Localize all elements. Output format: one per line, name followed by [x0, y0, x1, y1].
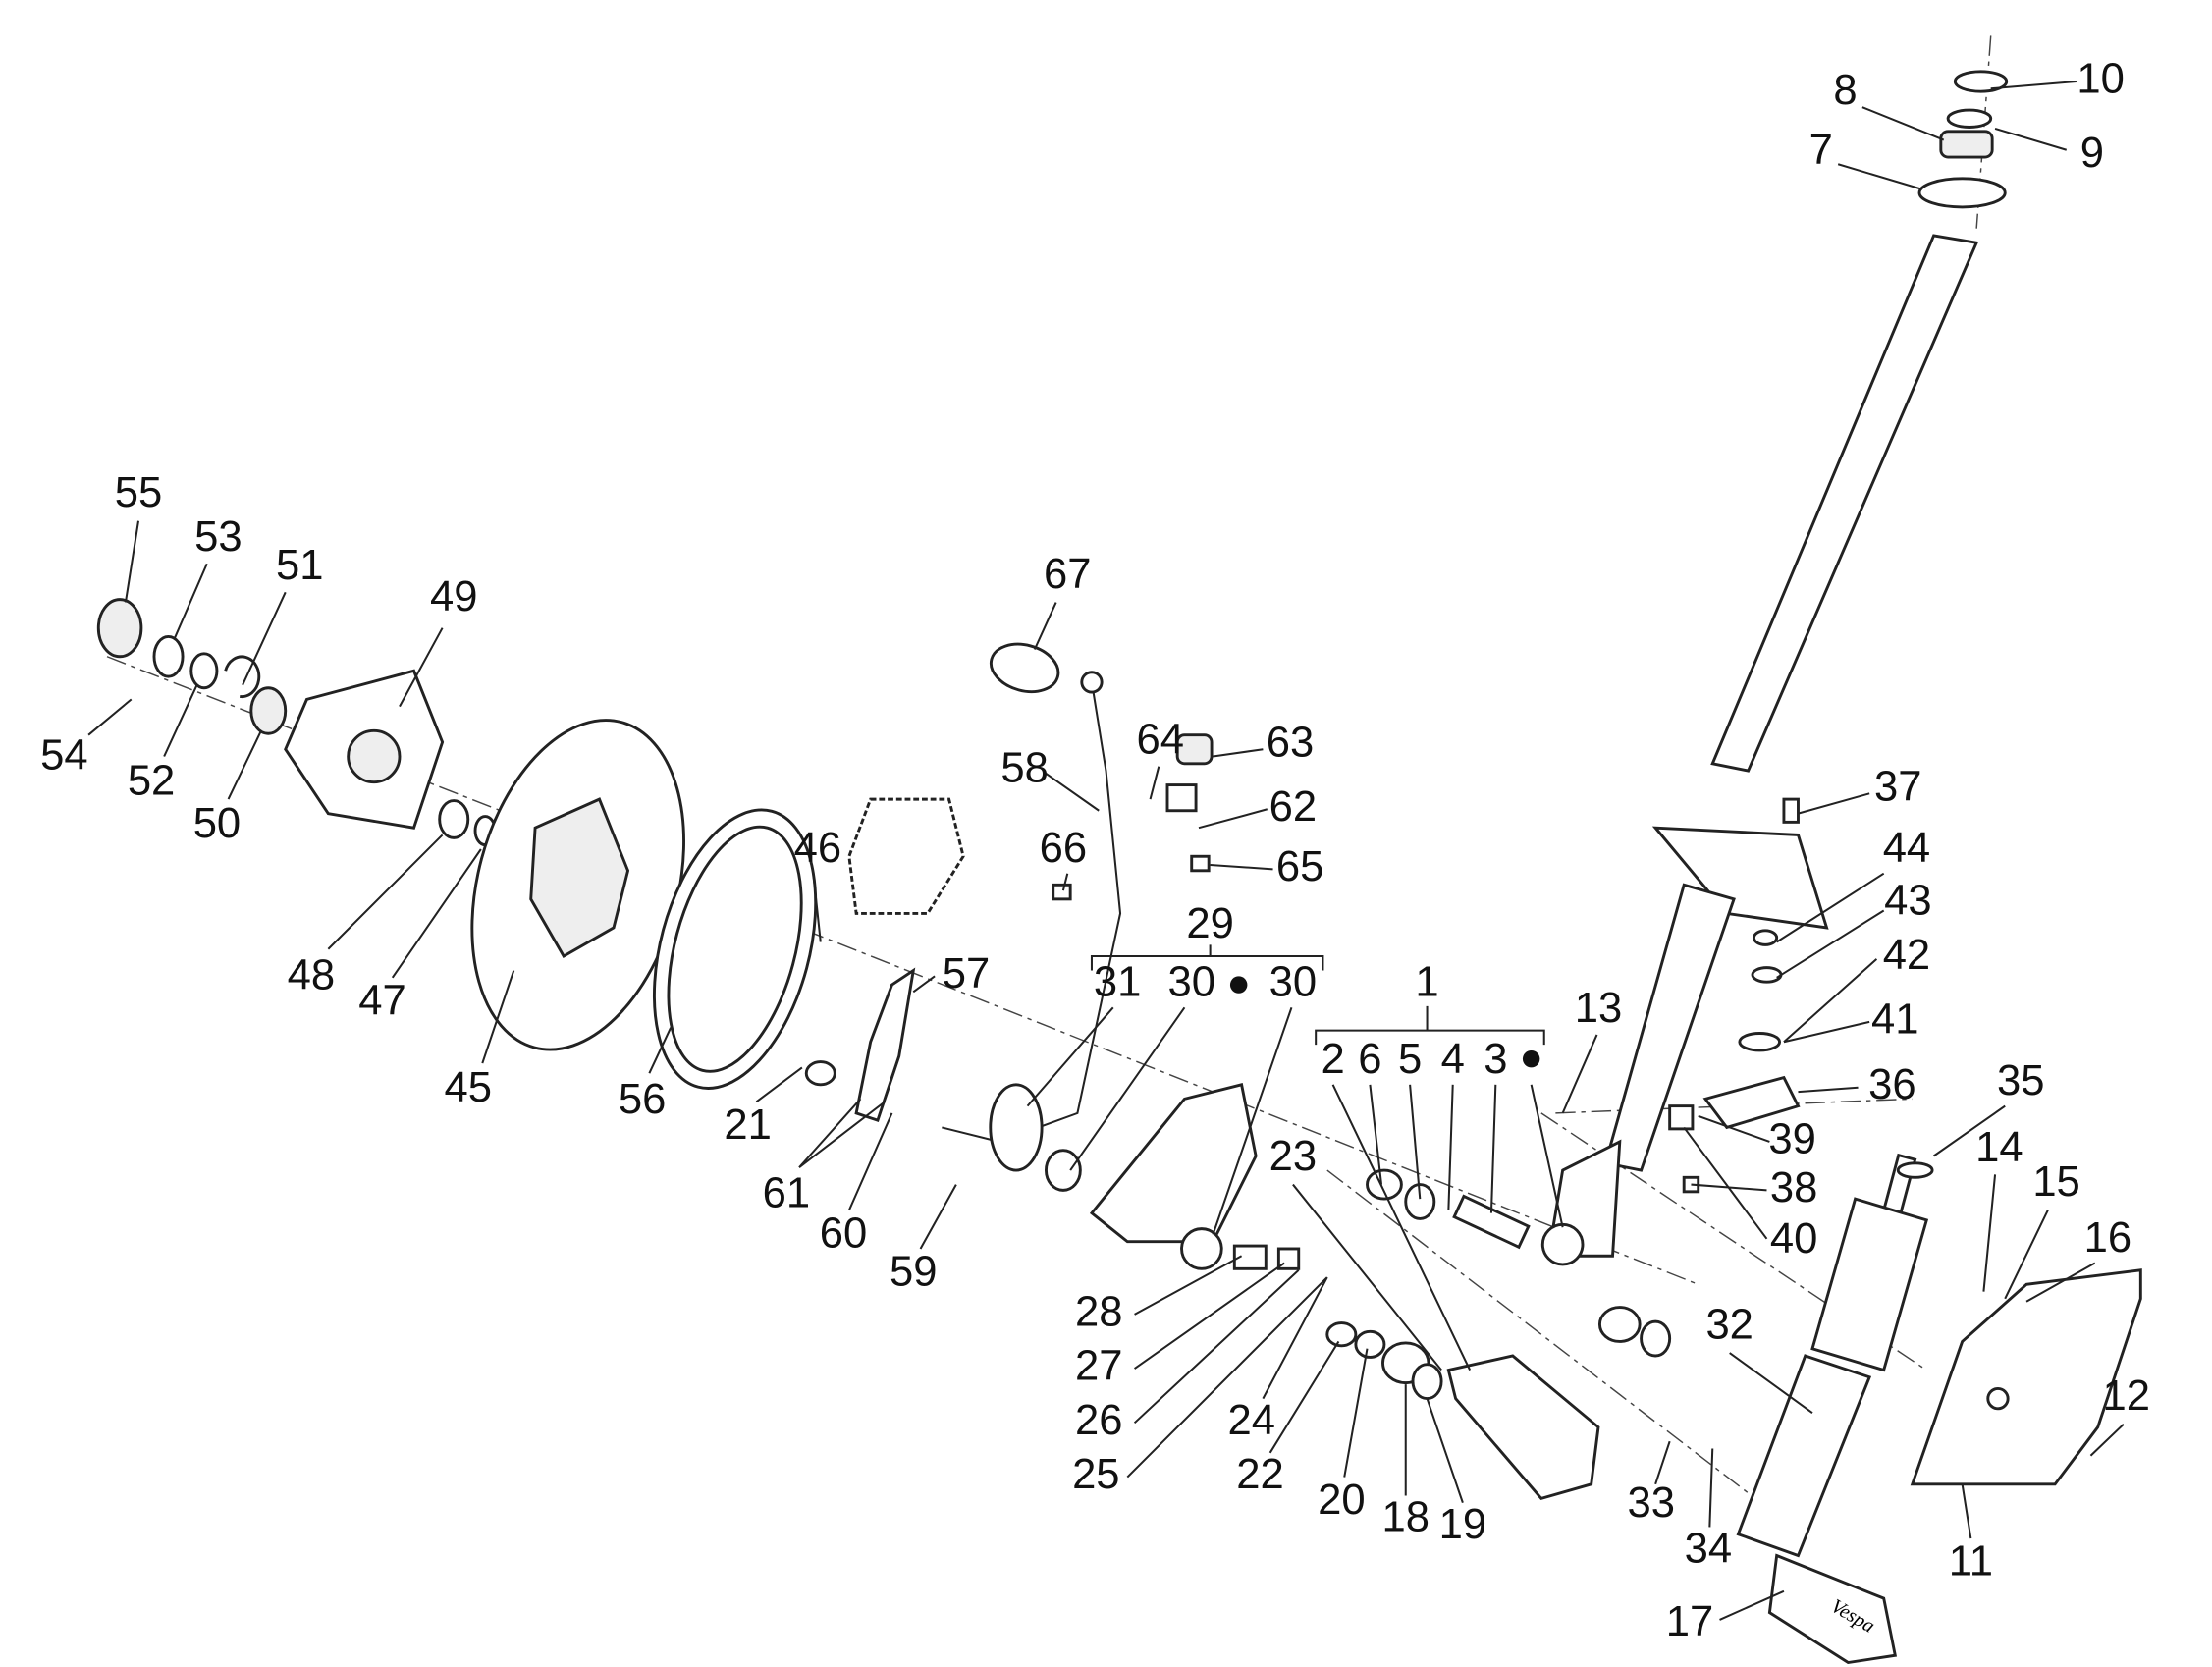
part-label: 56 — [619, 1076, 667, 1123]
part-label: 61 — [763, 1170, 811, 1217]
part-label: 22 — [1236, 1451, 1284, 1498]
part-label: 21 — [724, 1102, 771, 1149]
part-label: 29 — [1186, 900, 1234, 947]
part-label: 42 — [1883, 932, 1931, 979]
part-label: 16 — [2084, 1214, 2132, 1262]
part-label: 57 — [943, 950, 991, 997]
part-label: 26 — [1075, 1397, 1123, 1444]
part-label: 3 — [1484, 1036, 1507, 1083]
part-label: 10 — [2077, 55, 2125, 102]
part-label: 4 — [1441, 1036, 1465, 1083]
part-label: 6 — [1358, 1036, 1381, 1083]
part-label: 53 — [194, 513, 243, 561]
part-label: 12 — [2103, 1372, 2150, 1420]
part-label: 52 — [128, 758, 176, 805]
part-label: 2 — [1321, 1036, 1344, 1083]
part-label: 11 — [1949, 1538, 1993, 1586]
fork-link — [989, 1083, 1672, 1501]
part-label: 7 — [1809, 127, 1833, 174]
part-label: 64 — [1136, 716, 1184, 763]
grip-cover: Vespa — [1767, 1553, 1898, 1665]
part-label: 33 — [1628, 1479, 1676, 1527]
part-label: 45 — [445, 1064, 492, 1111]
part-label: 39 — [1768, 1115, 1816, 1162]
part-label: 13 — [1575, 985, 1622, 1032]
part-label: 1 — [1415, 959, 1438, 1006]
part-label: 24 — [1228, 1397, 1276, 1444]
part-label: 30 — [1167, 959, 1215, 1006]
part-label: 65 — [1276, 843, 1324, 890]
abs-sensor-cable — [942, 642, 1122, 1144]
brake-disc — [470, 719, 685, 1051]
part-label: 47 — [358, 977, 405, 1024]
group-brackets — [1090, 944, 1545, 1068]
part-label: 28 — [1075, 1288, 1123, 1335]
part-label: 51 — [276, 542, 324, 589]
kit-marker-dot — [1522, 1049, 1540, 1068]
part-label: 19 — [1439, 1501, 1486, 1548]
part-label: 18 — [1381, 1494, 1430, 1541]
part-label: 35 — [1997, 1057, 2045, 1104]
part-label: 34 — [1685, 1526, 1732, 1573]
abs-tone-ring — [652, 808, 818, 1090]
part-label: 27 — [1075, 1343, 1123, 1390]
brake-caliper — [804, 797, 965, 1123]
part-label: 40 — [1770, 1215, 1818, 1263]
part-label: 50 — [193, 800, 242, 847]
part-label: 60 — [820, 1210, 868, 1257]
kit-marker-dot — [1229, 976, 1248, 994]
leader-lines — [87, 80, 2125, 1621]
wheel-hub — [96, 598, 497, 847]
shock-absorber — [1736, 1153, 1934, 1558]
part-label: 44 — [1883, 825, 1931, 872]
part-label: 5 — [1398, 1036, 1422, 1083]
part-label: 66 — [1040, 825, 1088, 872]
part-label: 41 — [1871, 995, 1918, 1043]
part-label: 38 — [1770, 1164, 1818, 1211]
part-label: 30 — [1269, 959, 1318, 1006]
part-label: 37 — [1874, 763, 1922, 810]
part-label: 17 — [1666, 1598, 1713, 1645]
part-label: 63 — [1267, 719, 1315, 766]
part-label: 43 — [1884, 878, 1932, 925]
part-label: 58 — [1000, 745, 1048, 792]
headset-parts — [1917, 70, 2009, 209]
part-label: 23 — [1269, 1133, 1318, 1180]
part-label: 15 — [2032, 1158, 2079, 1206]
part-label: 36 — [1868, 1061, 1916, 1108]
part-label: 8 — [1833, 67, 1857, 114]
part-label: 59 — [890, 1249, 938, 1296]
part-label: 54 — [40, 731, 88, 779]
part-label: 31 — [1094, 959, 1142, 1006]
part-label: 32 — [1705, 1301, 1753, 1348]
part-label: 9 — [2080, 130, 2104, 177]
part-label: 49 — [430, 573, 478, 620]
part-label: 67 — [1044, 551, 1092, 598]
part-label: 25 — [1072, 1451, 1120, 1498]
mudguard — [1910, 1268, 2142, 1486]
part-label: 62 — [1269, 783, 1318, 831]
part-label: 20 — [1318, 1477, 1366, 1524]
part-label: 48 — [288, 951, 336, 998]
clip-parts — [1052, 733, 1214, 901]
part-label: 55 — [115, 469, 163, 516]
part-label: 14 — [1975, 1124, 2023, 1171]
brake-support — [1668, 797, 1801, 1194]
part-label: 46 — [794, 825, 842, 872]
